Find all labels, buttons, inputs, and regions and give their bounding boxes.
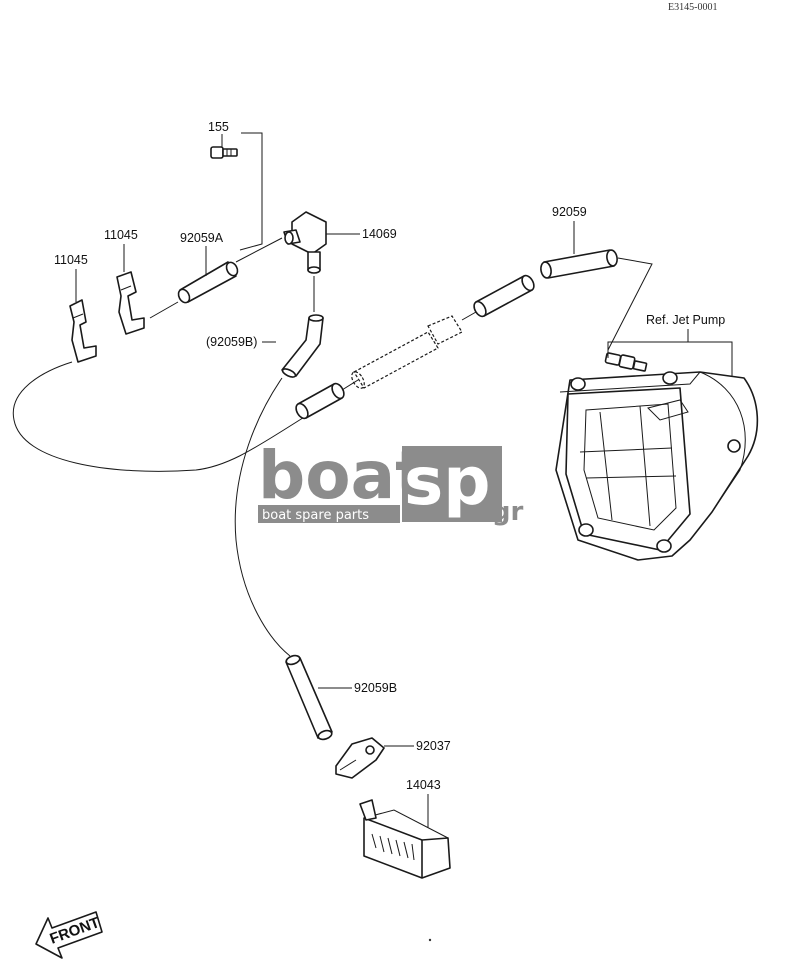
hose-long-drop	[234, 377, 291, 657]
bracket-155	[239, 132, 263, 251]
label-92059A: 92059A	[180, 231, 224, 245]
filter-14043[interactable]	[359, 799, 451, 879]
label-155: 155	[208, 120, 229, 134]
filter-ribs	[371, 833, 415, 861]
clamp-92037[interactable]	[335, 737, 385, 779]
hose-segment-middle[interactable]	[294, 382, 347, 421]
hose-92059A[interactable]	[176, 260, 239, 304]
label-92037: 92037	[416, 739, 451, 753]
label-92059: 92059	[552, 205, 587, 219]
watermark-suffix: .gr	[482, 497, 523, 527]
watermark-logo: boat sp .gr boat spare parts	[258, 437, 523, 527]
stray-dot	[428, 938, 432, 942]
elbow-fitting-14069[interactable]	[283, 211, 327, 274]
label-14069: 14069	[362, 227, 397, 241]
guide-92059A-right	[235, 237, 283, 263]
bolt-155[interactable]	[210, 146, 238, 159]
clip-11045-upper[interactable]	[116, 271, 145, 335]
hose-92059B-upper[interactable]	[281, 314, 324, 379]
hose-loop	[12, 361, 307, 472]
watermark-word-left: boat	[258, 437, 427, 514]
hose-92059[interactable]	[540, 249, 619, 279]
watermark-tagline-bar	[258, 505, 400, 523]
label-92059B-paren: (92059B)	[206, 335, 257, 349]
hose-segment-upper[interactable]	[472, 274, 537, 319]
watermark-box	[402, 446, 502, 522]
label-ref-jet-pump: Ref. Jet Pump	[646, 313, 725, 327]
guide-middle	[341, 379, 359, 391]
jet-pump-housing	[555, 371, 759, 561]
watermark-tagline: boat spare parts	[262, 508, 369, 523]
label-11045-lower: 11045	[54, 253, 88, 267]
phantom-fitting	[351, 315, 463, 389]
guide-92059A-left	[149, 301, 179, 319]
label-11045-upper: 11045	[104, 228, 138, 242]
guide-92059-to-nipple	[607, 257, 653, 351]
figure-reference: E3145-0001	[668, 2, 717, 13]
label-92059B: 92059B	[354, 681, 397, 695]
watermark-word-right: sp	[404, 443, 491, 520]
bracket-jet-pump	[607, 341, 733, 380]
guide-upper-seg	[461, 311, 477, 321]
clip-11045-lower[interactable]	[69, 299, 97, 363]
hose-92059B[interactable]	[285, 654, 333, 741]
nipple-fitting[interactable]	[604, 352, 648, 372]
label-14043: 14043	[406, 778, 441, 792]
front-arrow: FRONT	[35, 911, 103, 959]
